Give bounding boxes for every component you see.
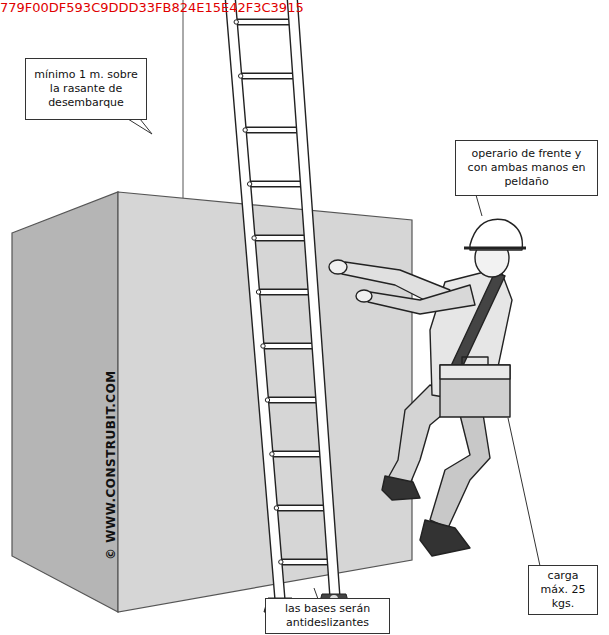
block-left-face bbox=[12, 192, 118, 612]
ladder-rung bbox=[272, 505, 328, 512]
callout-box: las bases serán antideslizantes bbox=[265, 598, 390, 634]
rivet bbox=[265, 398, 269, 402]
leader-line bbox=[476, 195, 482, 216]
ladder-rung bbox=[246, 181, 306, 188]
watermark: © WWW.CONSTRUBIT.COM bbox=[104, 370, 118, 560]
ladder-rung bbox=[277, 559, 333, 566]
code-text: 779F00DF593C9DDD33FB824E15E42F3C3915 bbox=[0, 0, 304, 15]
callout-text: carga máx. 25 kgs. bbox=[535, 569, 591, 611]
ladder-rung bbox=[241, 128, 301, 132]
height-line bbox=[183, 0, 184, 198]
rivet bbox=[243, 128, 247, 132]
ladder-rung bbox=[250, 236, 309, 240]
ladder-rung bbox=[255, 289, 314, 296]
rivet bbox=[256, 290, 260, 294]
ladder-rung bbox=[237, 73, 298, 80]
callout-text: operario de frente y con ambas manos en … bbox=[462, 147, 591, 189]
rivet bbox=[279, 560, 283, 564]
ladder-rung bbox=[277, 560, 333, 564]
ladder-rung bbox=[263, 397, 320, 404]
worker bbox=[329, 219, 526, 556]
ladder-rung bbox=[232, 20, 294, 24]
callout-text: mínimo 1 m. sobre la rasante de desembar… bbox=[32, 68, 140, 110]
ladder-rung bbox=[259, 343, 317, 350]
rivet bbox=[252, 236, 256, 240]
rivet bbox=[238, 74, 242, 78]
callout-box: carga máx. 25 kgs. bbox=[528, 565, 598, 615]
ladder-rung bbox=[268, 451, 325, 458]
ladder bbox=[225, 0, 340, 600]
callout-text: las bases serán antideslizantes bbox=[272, 602, 383, 630]
ladder-rung bbox=[250, 235, 309, 242]
rivet bbox=[261, 344, 265, 348]
ladder-rail bbox=[225, 0, 285, 600]
ladder-rung bbox=[232, 19, 294, 26]
callout-tail bbox=[128, 119, 152, 134]
rivet bbox=[274, 506, 278, 510]
ladder-rail bbox=[287, 0, 340, 598]
callout-box: operario de frente y con ambas manos en … bbox=[455, 140, 598, 196]
ladder-rung bbox=[255, 290, 314, 294]
ladder-rung bbox=[259, 344, 317, 348]
rivet bbox=[234, 20, 238, 24]
ladder-rung bbox=[241, 127, 301, 134]
ladder-rung bbox=[268, 452, 325, 456]
rivet bbox=[247, 182, 251, 186]
callout-box: mínimo 1 m. sobre la rasante de desembar… bbox=[25, 58, 147, 120]
ladder-rung bbox=[246, 182, 306, 186]
ladder-rung bbox=[263, 398, 320, 402]
leader-line bbox=[508, 418, 540, 566]
ladder-rung bbox=[237, 74, 298, 78]
ladder-rung bbox=[272, 506, 328, 510]
rivet bbox=[270, 452, 274, 456]
